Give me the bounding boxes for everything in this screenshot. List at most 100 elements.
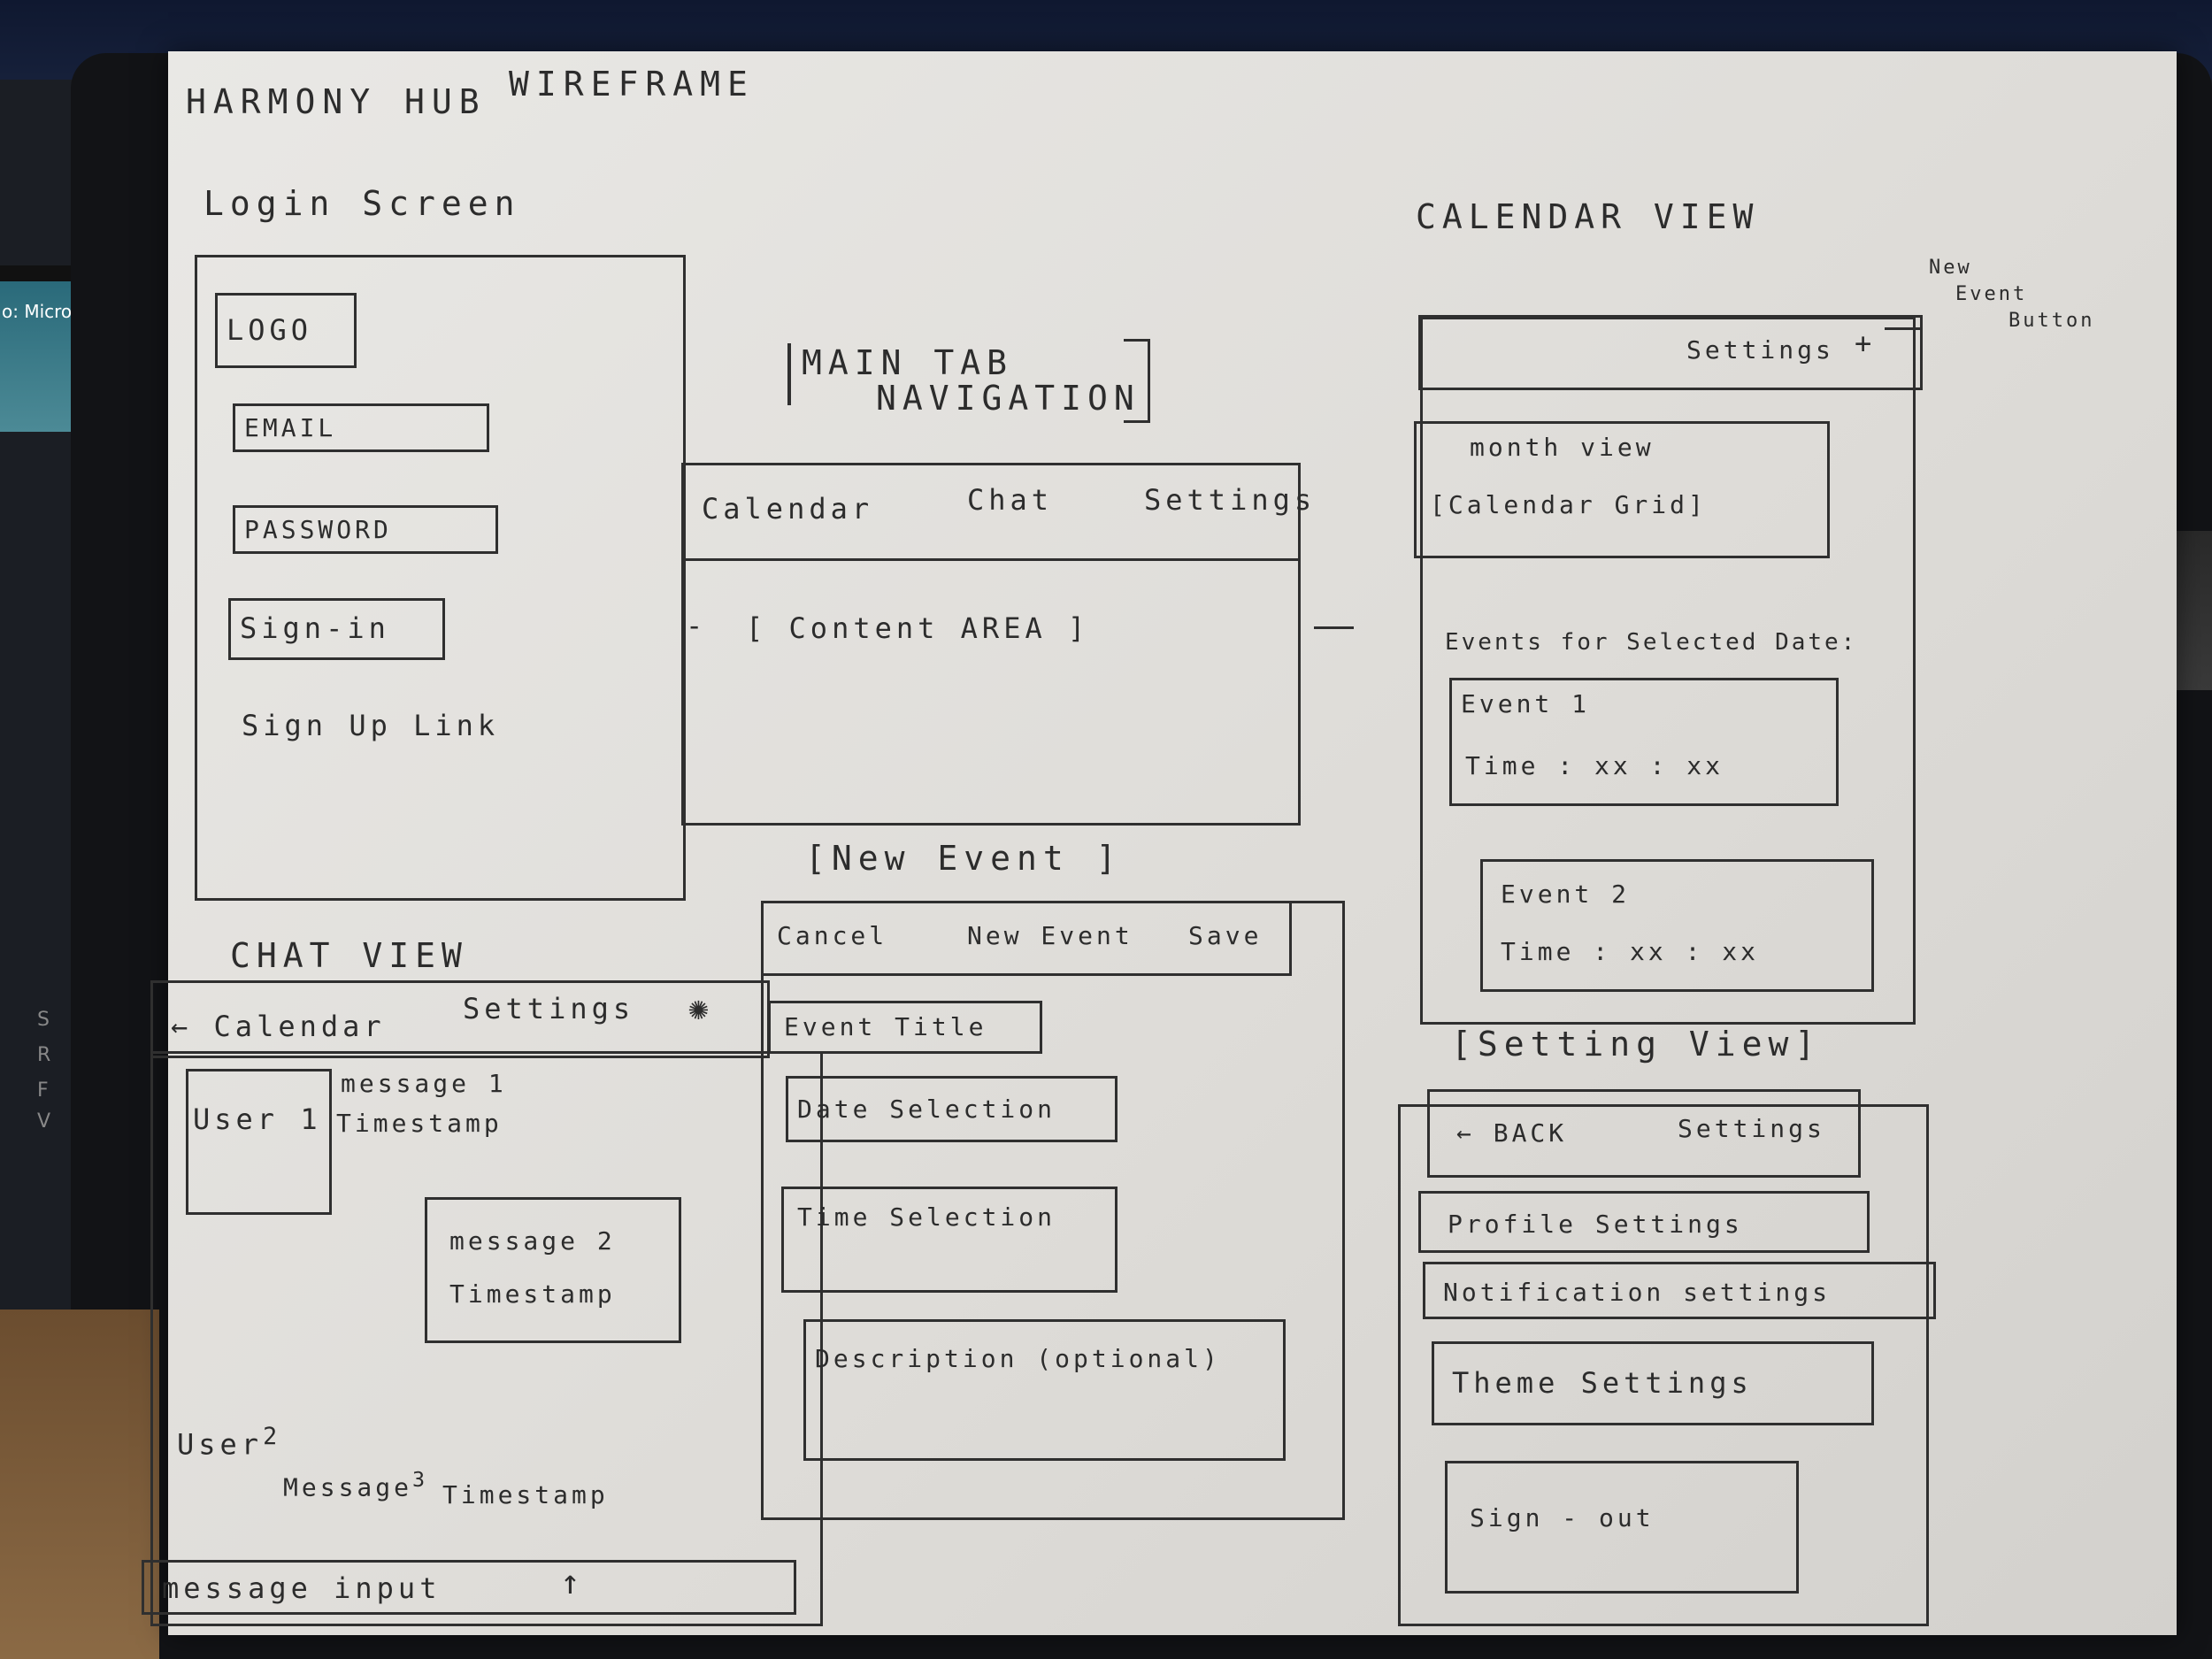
time-selection-label: Time Selection xyxy=(797,1202,1056,1232)
settings-view-frame: ← BACK Settings Profile Settings Notific… xyxy=(1398,1089,1936,1626)
background-screen xyxy=(0,265,84,432)
user-1-name: User 1 xyxy=(193,1102,322,1136)
event-1-title: Event 1 xyxy=(1461,689,1591,718)
event-2-title: Event 2 xyxy=(1501,879,1631,909)
new-event-note-1: New xyxy=(1929,257,1972,279)
events-for-date-label: Events for Selected Date: xyxy=(1445,629,1858,656)
signin-button[interactable]: Sign-in xyxy=(228,598,445,660)
description-label: Description (optional) xyxy=(815,1344,1221,1373)
event-card-2[interactable]: Event 2 Time : xx : xx xyxy=(1480,859,1874,992)
new-event-arrow xyxy=(1885,327,1920,330)
settings-heading: [Setting View] xyxy=(1451,1025,1822,1064)
calendar-top-bar: Settings + xyxy=(1418,315,1923,390)
new-event-top-bar: Cancel New Event Save xyxy=(761,901,1292,976)
new-event-frame: Cancel New Event Save Event Title Date S… xyxy=(761,901,1345,1520)
new-event-heading: [New Event ] xyxy=(805,839,1123,878)
tab-settings[interactable]: Settings xyxy=(1144,483,1317,517)
message-1-timestamp: Timestamp xyxy=(336,1109,503,1138)
message-3-label: Message xyxy=(283,1472,413,1502)
user-2-label: User xyxy=(177,1427,264,1462)
message-2-timestamp: Timestamp xyxy=(449,1279,616,1309)
tab-chat[interactable]: Chat xyxy=(967,483,1054,517)
date-selection-label: Date Selection xyxy=(797,1094,1056,1124)
message-2-text: message 2 xyxy=(449,1226,616,1256)
new-event-title: New Event xyxy=(967,921,1133,950)
new-event-note-2: Event xyxy=(1955,283,2028,305)
signin-label: Sign-in xyxy=(240,611,390,645)
new-event-button[interactable]: + xyxy=(1855,326,1877,360)
key-v: V xyxy=(37,1110,51,1133)
event-2-time: Time : xx : xx xyxy=(1501,937,1760,966)
sign-out-label: Sign - out xyxy=(1470,1503,1655,1532)
main-heading-bracket xyxy=(1124,339,1150,423)
back-to-calendar-link[interactable]: ← Calendar xyxy=(171,1010,386,1043)
message-3-timestamp: Timestamp xyxy=(442,1480,609,1509)
theme-settings-item[interactable]: Theme Settings xyxy=(1432,1341,1874,1425)
logo-label: LOGO xyxy=(227,313,313,347)
message-input[interactable]: message input ↑ xyxy=(142,1560,796,1615)
sign-out-button[interactable]: Sign - out xyxy=(1445,1461,1799,1594)
settings-back-button[interactable]: ← BACK xyxy=(1456,1118,1568,1148)
month-view-label: month view xyxy=(1470,433,1655,462)
calendar-view-frame: Settings + month view [Calendar Grid] Ev… xyxy=(1414,315,1923,1025)
time-selection-field[interactable]: Time Selection xyxy=(781,1187,1118,1293)
profile-settings-item[interactable]: Profile Settings xyxy=(1418,1191,1870,1253)
key-r: R xyxy=(37,1044,51,1066)
calendar-settings-link[interactable]: Settings xyxy=(1686,335,1834,365)
login-arrow: - xyxy=(686,609,708,642)
event-title-field[interactable]: Event Title xyxy=(768,1001,1042,1054)
message-input-placeholder: message input xyxy=(162,1571,442,1605)
message-3-number: 3 xyxy=(412,1467,429,1492)
email-field[interactable]: EMAIL xyxy=(233,403,489,452)
description-field[interactable]: Description (optional) xyxy=(803,1319,1286,1461)
chat-settings-link[interactable]: Settings xyxy=(463,992,635,1025)
tab-calendar[interactable]: Calendar xyxy=(702,492,874,526)
date-selection-field[interactable]: Date Selection xyxy=(786,1076,1118,1142)
user-2-number: 2 xyxy=(263,1423,282,1450)
calendar-heading: CALENDAR VIEW xyxy=(1416,197,1760,236)
settings-top-bar: ← BACK Settings xyxy=(1427,1089,1861,1178)
settings-title: Settings xyxy=(1678,1114,1825,1143)
calendar-grid[interactable]: [Calendar Grid] xyxy=(1430,490,1707,519)
event-title-label: Event Title xyxy=(784,1012,987,1041)
background-desk xyxy=(0,1310,159,1659)
wireframe-title: WIREFRAME xyxy=(509,65,755,104)
message-2-bubble: message 2 Timestamp xyxy=(425,1197,681,1343)
chat-view-frame xyxy=(150,1051,823,1626)
password-placeholder: PASSWORD xyxy=(244,515,392,544)
logo-box: LOGO xyxy=(215,293,357,368)
theme-settings-label: Theme Settings xyxy=(1452,1366,1753,1400)
notification-settings-label: Notification settings xyxy=(1443,1278,1832,1307)
profile-settings-label: Profile Settings xyxy=(1448,1210,1743,1239)
email-placeholder: EMAIL xyxy=(244,413,337,442)
event-card-1[interactable]: Event 1 Time : xx : xx xyxy=(1449,678,1839,806)
login-heading: Login Screen xyxy=(204,184,521,223)
main-heading-line1: MAIN TAB xyxy=(787,343,1013,405)
password-field[interactable]: PASSWORD xyxy=(233,505,498,554)
login-screen-frame: LOGO EMAIL PASSWORD Sign-in Sign Up Link xyxy=(195,255,686,901)
send-arrow-icon[interactable]: ↑ xyxy=(560,1563,587,1601)
event-1-time: Time : xx : xx xyxy=(1465,751,1724,780)
chat-top-bar: ← Calendar Settings ✺ xyxy=(150,980,770,1058)
tab-divider xyxy=(684,558,1298,561)
notification-settings-item[interactable]: Notification settings xyxy=(1423,1262,1936,1319)
app-title: HARMONY HUB xyxy=(186,82,487,121)
save-button[interactable]: Save xyxy=(1188,921,1263,950)
main-heading-line2: NAVIGATION xyxy=(876,379,1141,418)
cancel-button[interactable]: Cancel xyxy=(777,921,888,950)
signup-link[interactable]: Sign Up Link xyxy=(242,709,500,742)
user-1-avatar: User 1 xyxy=(186,1069,332,1215)
new-event-note-3: Button xyxy=(2008,310,2095,332)
chat-heading: CHAT VIEW xyxy=(230,936,468,975)
key-s: S xyxy=(37,1009,50,1031)
wireframe-paper: HARMONY HUB WIREFRAME Login Screen LOGO … xyxy=(142,51,2177,1635)
key-f: F xyxy=(37,1079,49,1102)
user-2-name: User2 xyxy=(177,1423,281,1462)
main-arrow xyxy=(1314,626,1354,629)
content-area: [ Content AREA ] xyxy=(746,611,1090,645)
message-3-text: Message3 xyxy=(283,1467,428,1502)
main-tab-frame: Calendar Chat Settings [ Content AREA ] xyxy=(681,463,1311,826)
message-1-text: message 1 xyxy=(341,1069,507,1098)
background-keyboard: S R F V xyxy=(0,867,80,1256)
gear-icon[interactable]: ✺ xyxy=(688,988,715,1027)
